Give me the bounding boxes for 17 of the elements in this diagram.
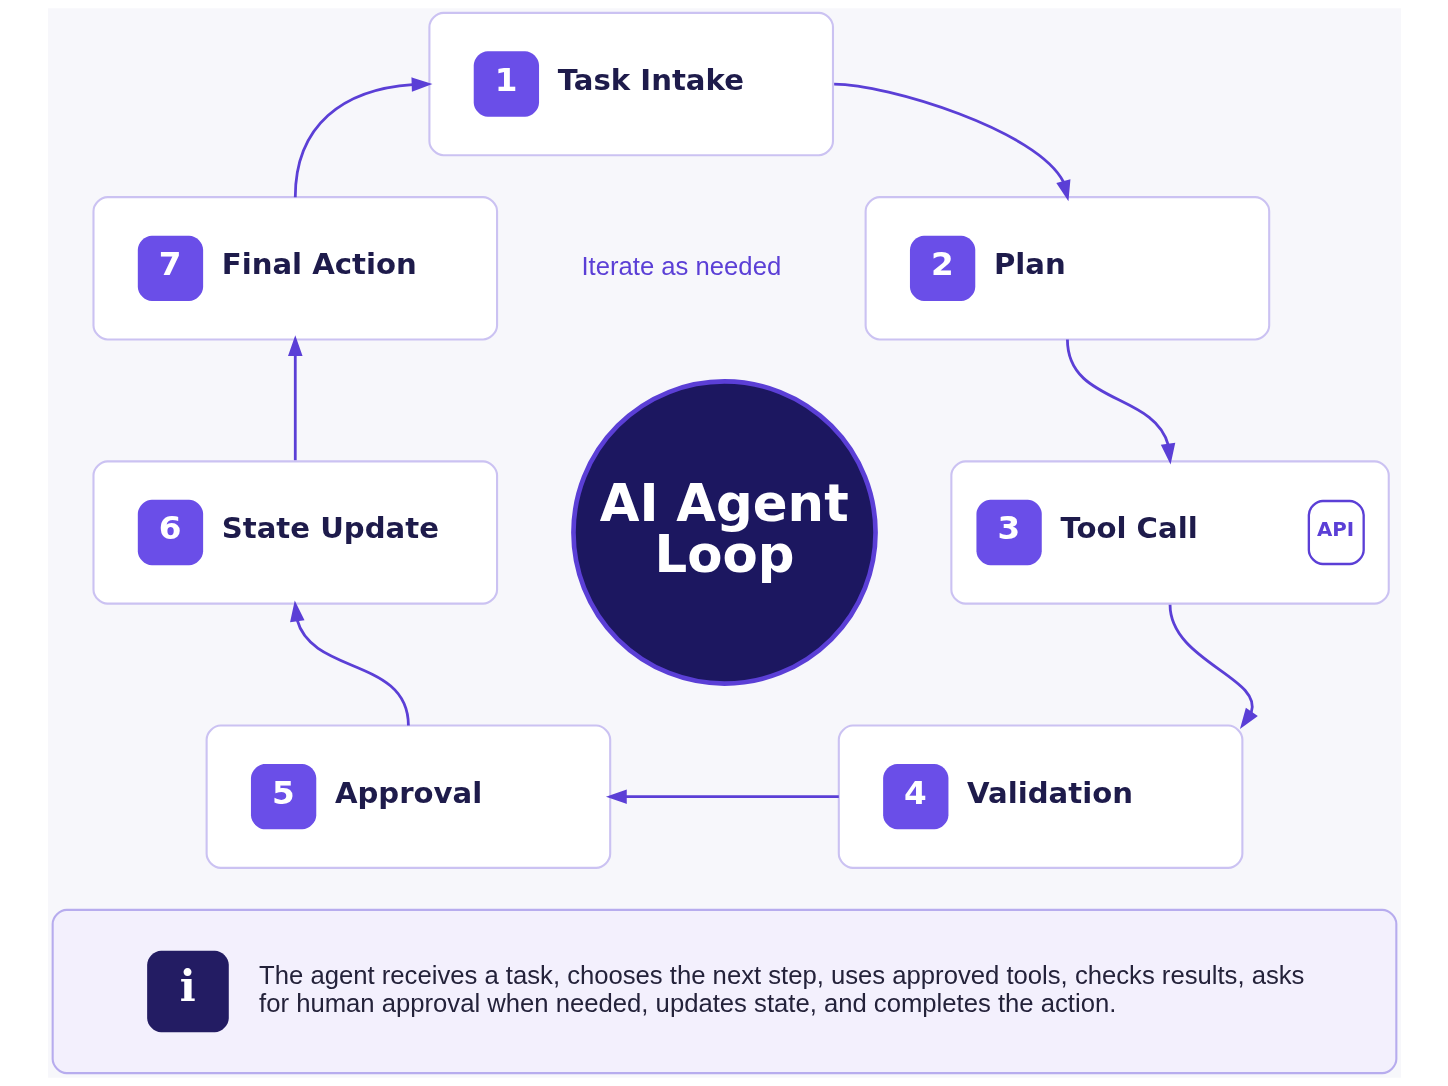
arrow: [1168, 604, 1258, 729]
label: Iterate as needed: [580, 251, 781, 280]
node-circle: AI Agent Loop: [570, 379, 878, 686]
arrow: [833, 82, 1070, 202]
node-box: i The agent receives a task, chooses the next step, uses approved tools, checks results, asks for human approval when needed, updates state, and completes the action.: [51, 908, 1397, 1075]
node-box: 1 Task Intake: [427, 11, 834, 157]
arrow: [287, 335, 303, 461]
arrow: [605, 789, 839, 804]
arrow: [293, 77, 432, 198]
node-box: 5 Approval: [205, 724, 611, 869]
node-box: 2 Plan: [864, 196, 1270, 341]
arrow: [1065, 339, 1175, 465]
node-box: 6 State Update: [91, 460, 498, 605]
arrow: [289, 600, 410, 726]
node-box: 7 Final Action: [91, 196, 498, 341]
node-box: 4 Validation: [837, 724, 1243, 869]
node-box: 3 Tool Call API: [949, 460, 1390, 605]
